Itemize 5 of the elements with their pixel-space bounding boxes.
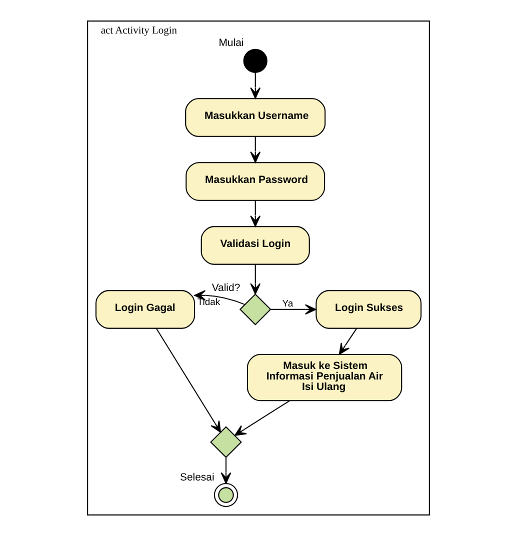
node-label: Valid?: [211, 283, 240, 294]
node-label: Mulai: [218, 38, 244, 50]
node-label: Selesai: [179, 472, 214, 484]
edge-label: Tidak: [196, 296, 220, 307]
edge-label: Ya: [282, 297, 293, 308]
